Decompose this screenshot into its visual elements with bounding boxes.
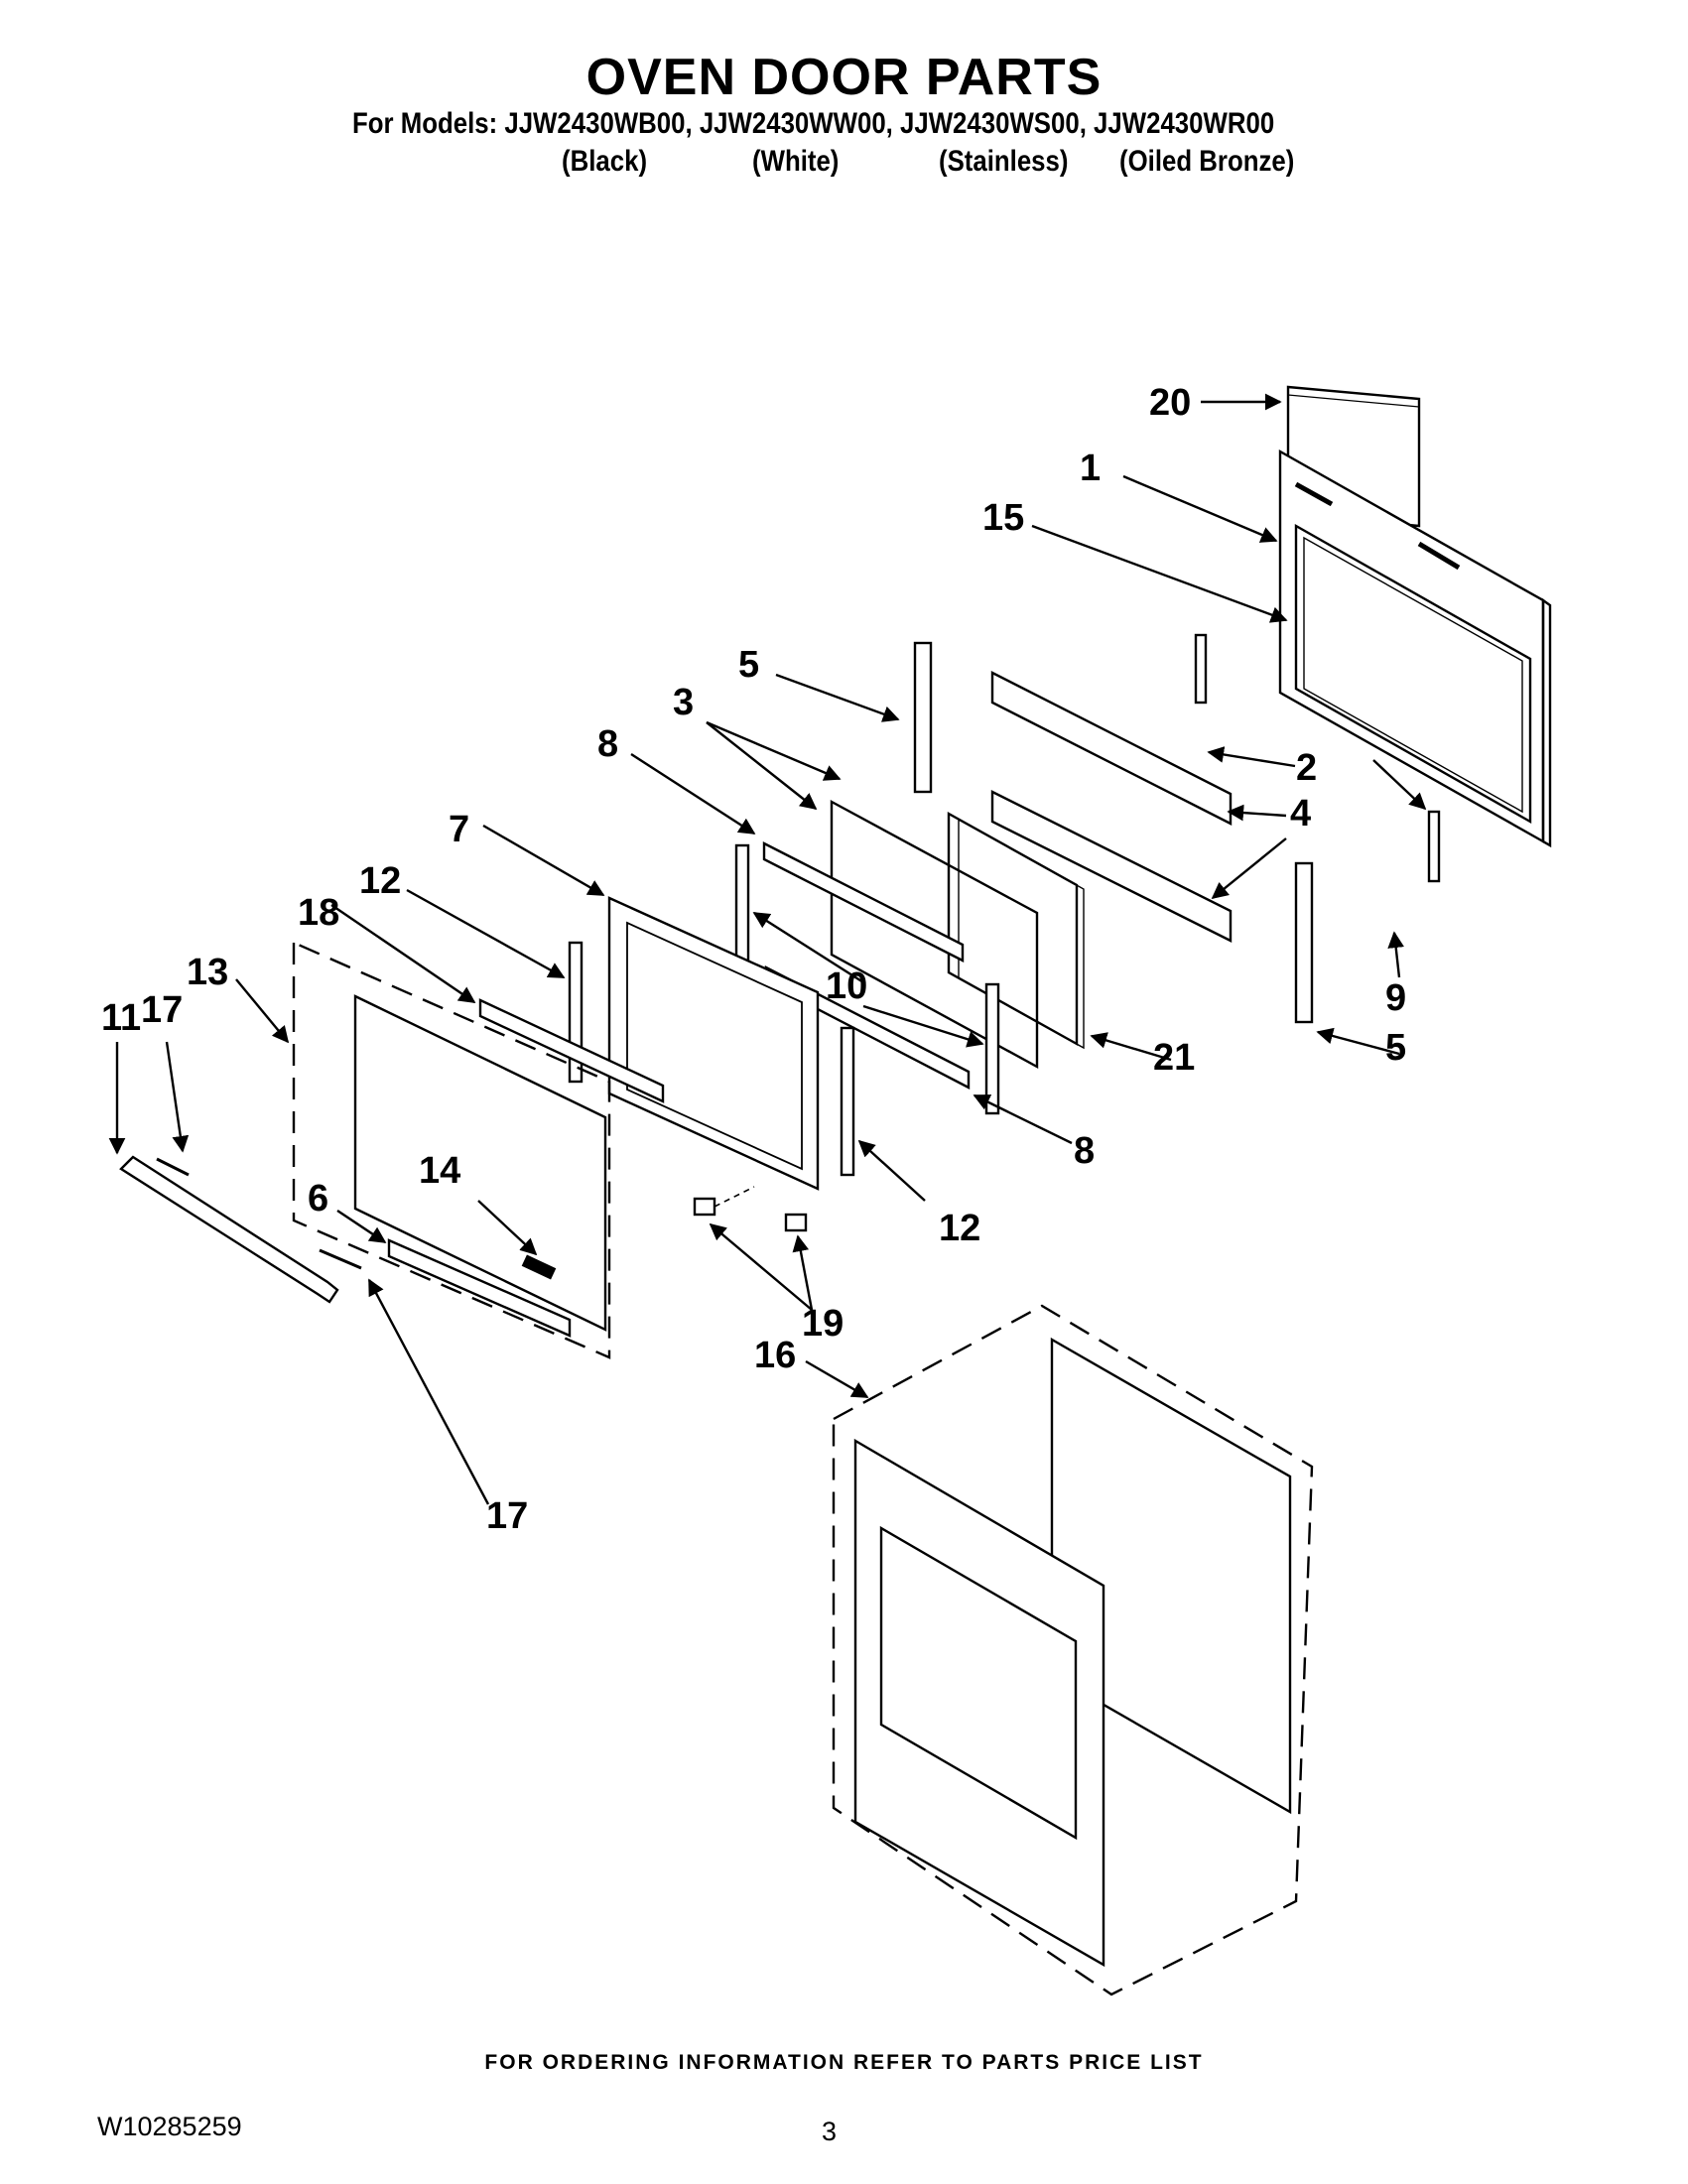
- part-2-hinge: [1194, 633, 1208, 705]
- document-number: W10285259: [97, 2112, 242, 2141]
- part-8-channel: [762, 841, 965, 963]
- part-19-screws: [693, 1186, 808, 1232]
- callout-16: 16: [754, 1335, 796, 1376]
- part-17-clip: [319, 1248, 362, 1270]
- part-7-door-frame: [607, 896, 820, 1191]
- callout-10: 10: [826, 965, 867, 1007]
- color-label-white: (White): [752, 145, 840, 178]
- color-label-oiled-bronze: (Oiled Bronze): [1119, 145, 1295, 178]
- part-10-side-channel: [984, 982, 1000, 1115]
- callout-21: 21: [1153, 1037, 1195, 1079]
- part-5-bracket: [913, 641, 933, 794]
- callout-17: 17: [141, 989, 183, 1031]
- callout-3: 3: [673, 682, 694, 723]
- part-16-glass-window: [879, 1525, 1078, 1841]
- callout-8: 8: [597, 723, 618, 765]
- callout-14: 14: [419, 1150, 460, 1192]
- callout-17: 17: [486, 1495, 528, 1537]
- page-title: OVEN DOOR PARTS: [585, 49, 1103, 106]
- part-4-insulation-bar: [990, 790, 1233, 943]
- part-16-front-glass: [853, 1438, 1105, 1968]
- part-6-bottom-trim: [387, 1238, 572, 1338]
- part-18-top-trim: [478, 998, 665, 1103]
- callout-12: 12: [359, 860, 401, 902]
- callout-1: 1: [1080, 448, 1101, 489]
- callout-6: 6: [308, 1178, 328, 1220]
- callout-12: 12: [939, 1208, 980, 1249]
- callout-20: 20: [1149, 382, 1191, 424]
- part-5-bracket: [1294, 861, 1314, 1024]
- callout-2: 2: [1296, 747, 1317, 789]
- part-12-bracket: [840, 1026, 855, 1177]
- part-4-insulation-bar: [990, 671, 1233, 826]
- callout-4: 4: [1290, 793, 1311, 835]
- part-2-hinge: [1427, 810, 1441, 883]
- callout-5: 5: [738, 644, 759, 686]
- callout-5: 5: [1385, 1027, 1406, 1069]
- color-label-black: (Black): [562, 145, 648, 178]
- part-11-door-handle: [119, 1155, 339, 1304]
- part-17-clip: [156, 1157, 190, 1177]
- callout-19: 19: [802, 1303, 844, 1345]
- color-label-stainless: (Stainless): [939, 145, 1069, 178]
- part-13-outer-glass: [353, 994, 607, 1332]
- part-15-door-window-frame: [1294, 523, 1532, 825]
- callout-15: 15: [982, 497, 1024, 539]
- page-number: 3: [822, 2117, 838, 2146]
- callout-18: 18: [298, 892, 339, 934]
- models-line: For Models: JJW2430WB00, JJW2430WW00, JJ…: [352, 107, 1275, 140]
- ordering-note: FOR ORDERING INFORMATION REFER TO PARTS …: [484, 2051, 1204, 2074]
- part-13-assembly-outline: [292, 941, 611, 1359]
- callout-8: 8: [1074, 1130, 1095, 1172]
- part-14-badge: [521, 1254, 557, 1280]
- callout-13: 13: [187, 952, 228, 993]
- callout-7: 7: [449, 809, 469, 850]
- part-16-assembly-outline: [832, 1304, 1314, 1996]
- callout-9: 9: [1385, 977, 1406, 1019]
- callout-11: 11: [101, 997, 141, 1039]
